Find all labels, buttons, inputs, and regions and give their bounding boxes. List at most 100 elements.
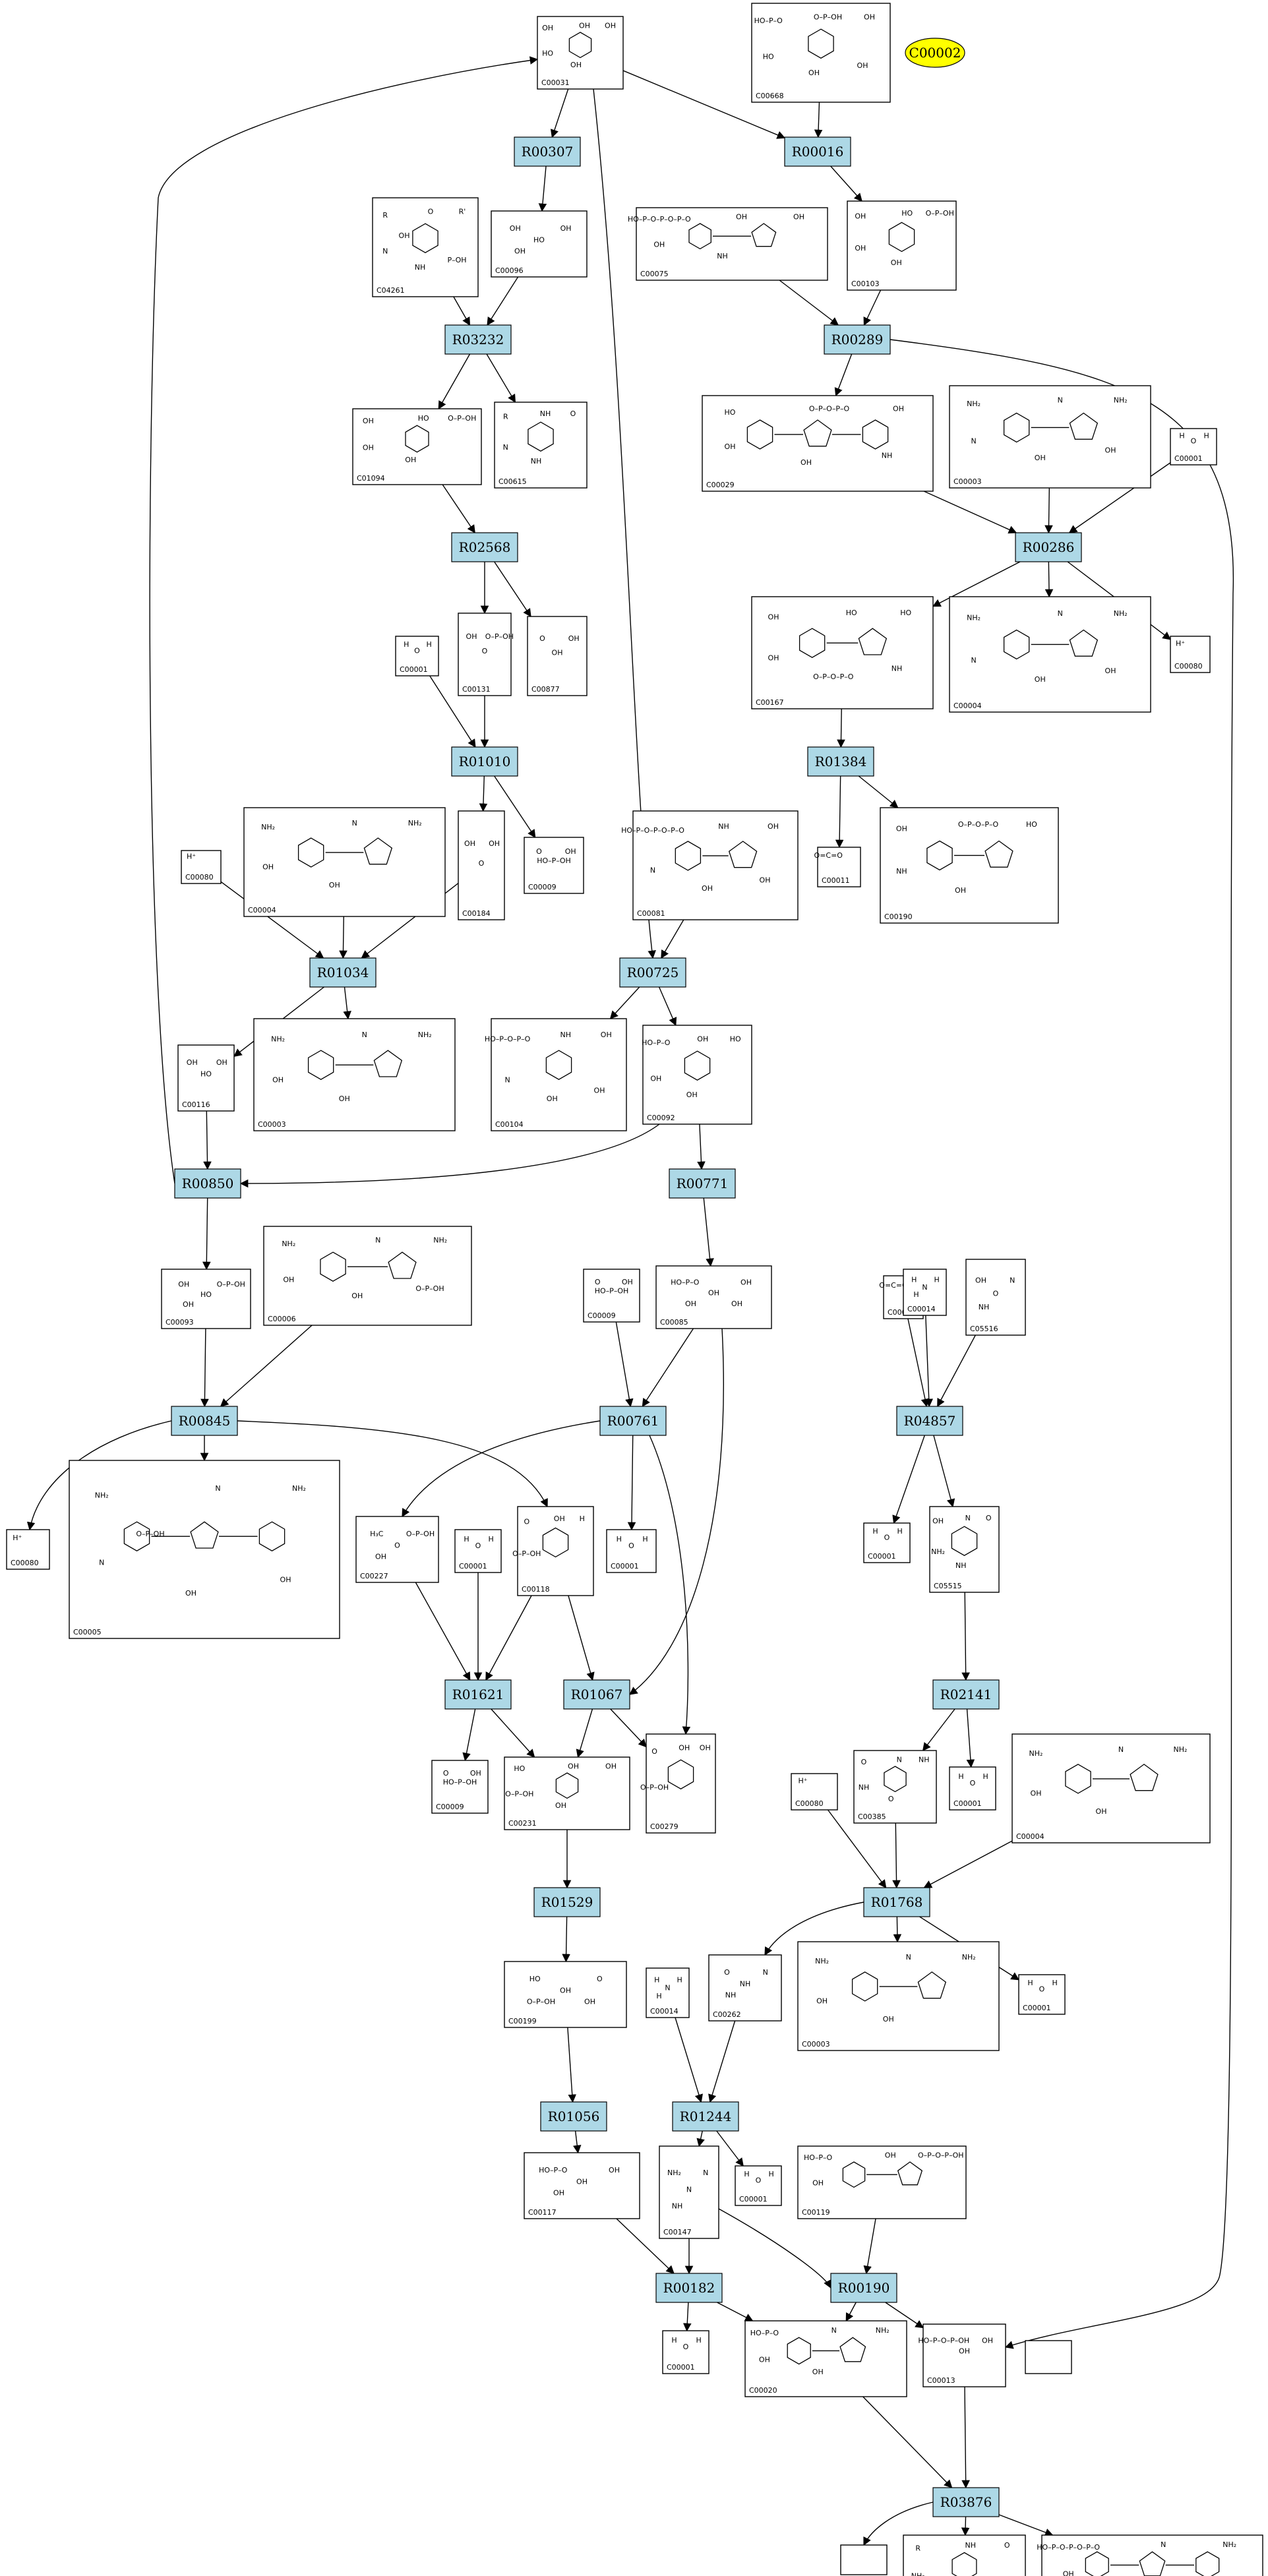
atom-label: O [479, 859, 485, 868]
reaction-node-r01034[interactable]: R01034 [309, 957, 377, 988]
atom-label: OH [605, 21, 616, 30]
reaction-node-r04857[interactable]: R04857 [896, 1406, 963, 1436]
compound-node-c00080[interactable]: H⁺C00080 [181, 850, 222, 884]
compound-node-c02188[interactable]: RONHNH₂C02188 [903, 2534, 1026, 2576]
compound-node-c00080[interactable]: H⁺C00080 [6, 1529, 50, 1570]
edge-c00118-to-R01621 [485, 1595, 532, 1681]
compound-node-c00080[interactable]: H⁺C00080 [791, 1773, 838, 1811]
atom-label: O–P–O–P–OH [918, 2151, 964, 2159]
compound-node-c00002[interactable]: HO–P–O–P–O–P–ONH₂NOHOHC00002 [1037, 2534, 1263, 2576]
reaction-node-r00190[interactable]: R00190 [830, 2273, 897, 2303]
compound-node-c00080[interactable]: H⁺C00080 [1170, 636, 1211, 673]
atom-label: O=C=O [814, 851, 843, 860]
atom-label: NH [882, 451, 893, 460]
reaction-node-r01056[interactable]: R01056 [540, 2101, 607, 2132]
reaction-node-r00016[interactable]: R00016 [784, 136, 851, 167]
reaction-node-r00182[interactable]: R00182 [655, 2273, 723, 2303]
reaction-node-r03232[interactable]: R03232 [444, 324, 512, 355]
reaction-node-r00725[interactable]: R00725 [619, 957, 686, 988]
reaction-node-r00307[interactable]: R00307 [514, 136, 581, 167]
reaction-node-r02568[interactable]: R02568 [451, 532, 518, 562]
reaction-node-r01768[interactable]: R01768 [863, 1887, 930, 1917]
reaction-node-r00761[interactable]: R00761 [599, 1406, 667, 1436]
compound-label: C00131 [462, 685, 491, 694]
atom-label: OH [975, 1276, 986, 1284]
reaction-node-r00286[interactable]: R00286 [1015, 532, 1082, 562]
compound-label: C00231 [508, 1819, 537, 1828]
reaction-node-r01244[interactable]: R01244 [672, 2101, 739, 2132]
reaction-node-r00850[interactable]: R00850 [174, 1168, 241, 1199]
reaction-node-r03876[interactable]: R03876 [932, 2487, 1000, 2517]
reaction-node-r01384[interactable]: R01384 [807, 746, 874, 777]
reaction-node-r01010[interactable]: R01010 [451, 746, 518, 777]
edge-c00103-to-R00289 [863, 289, 882, 326]
reaction-node-r02141[interactable]: R02141 [932, 1679, 1000, 1710]
reaction-node-r01067[interactable]: R01067 [563, 1679, 630, 1710]
reaction-node-r00289[interactable]: R00289 [824, 324, 891, 355]
atom-label: H [1179, 431, 1184, 440]
reaction-node-r00845[interactable]: R00845 [171, 1406, 238, 1436]
reaction-node-r01529[interactable]: R01529 [533, 1887, 601, 1917]
compound-label: C00385 [858, 1812, 886, 1821]
reaction-node-r00771[interactable]: R00771 [669, 1168, 736, 1199]
reaction-node-r01621[interactable]: R01621 [444, 1679, 512, 1710]
